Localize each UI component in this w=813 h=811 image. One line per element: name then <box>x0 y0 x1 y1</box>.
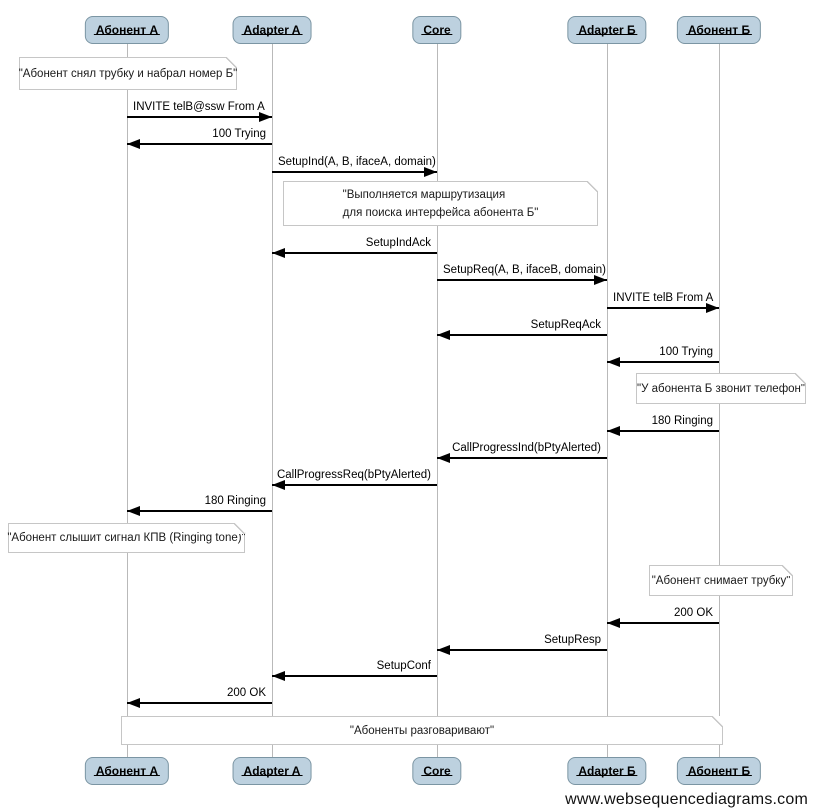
actor-label: Абонент А <box>93 23 161 37</box>
message-line-1 <box>127 143 272 145</box>
message-arrowhead-9 <box>437 453 450 463</box>
note-4: "Абонент снимает трубку" <box>649 565 793 596</box>
message-arrowhead-12 <box>607 618 620 628</box>
note-text: "Абонент снял трубку и набрал номер Б" <box>19 65 238 83</box>
watermark-text: www.websequencediagrams.com <box>565 791 808 808</box>
message-label-7: 100 Trying <box>659 346 713 358</box>
message-arrowhead-10 <box>272 480 285 490</box>
message-arrowhead-7 <box>607 357 620 367</box>
note-line: "Выполняется маршрутизация <box>342 188 506 201</box>
message-label-12: 200 OK <box>674 607 713 619</box>
message-line-12 <box>607 622 719 624</box>
note-text: "Абонент слышит сигнал КПВ (Ringing tone… <box>7 529 245 547</box>
message-label-0: INVITE telB@ssw From A <box>133 101 265 113</box>
note-2: "У абонента Б звонит телефон" <box>636 373 806 404</box>
actor-adapterB-bottom: Adapter Б <box>567 757 647 785</box>
message-label-9: CallProgressInd(bPtyAlerted) <box>452 442 601 454</box>
actor-adapterA-top: Adapter A <box>232 16 312 44</box>
note-3: "Абонент слышит сигнал КПВ (Ringing tone… <box>7 523 246 553</box>
note-line: для поиска интерфейса абонента Б" <box>342 206 539 219</box>
note-line: "Абоненты разговаривают" <box>349 724 495 737</box>
note-line: "Абонент снимает трубку" <box>651 574 791 587</box>
actor-core-top: Core <box>412 16 462 44</box>
note-line: "Абонент слышит сигнал КПВ (Ringing tone… <box>7 532 246 544</box>
message-label-11: 180 Ringing <box>204 495 266 507</box>
note-text: "Выполняется маршрутизация для поиска инт… <box>343 186 539 222</box>
message-arrowhead-6 <box>437 330 450 340</box>
actor-abonentA-top: Абонент А <box>84 16 170 44</box>
note-fold-icon <box>234 523 245 534</box>
actor-label: Core <box>421 764 454 778</box>
message-arrowhead-15 <box>127 698 140 708</box>
message-label-13: SetupResp <box>544 634 601 646</box>
actor-abonentB-bottom: Абонент Б <box>676 757 762 785</box>
note-text: "Абоненты разговаривают" <box>350 722 494 740</box>
actor-core-bottom: Core <box>412 757 462 785</box>
message-line-4 <box>437 279 607 281</box>
note-fold-icon <box>782 565 793 576</box>
message-label-5: INVITE telB From A <box>613 292 714 304</box>
actor-label: Абонент А <box>93 764 161 778</box>
message-arrowhead-0 <box>259 112 272 122</box>
message-arrowhead-8 <box>607 426 620 436</box>
note-fold-icon <box>587 181 598 192</box>
note-0: "Абонент снял трубку и набрал номер Б" <box>19 57 237 90</box>
note-fold-icon <box>226 57 237 68</box>
actor-adapterB-top: Adapter Б <box>567 16 647 44</box>
actor-label: Adapter Б <box>576 764 638 778</box>
message-line-8 <box>607 430 719 432</box>
message-arrowhead-13 <box>437 645 450 655</box>
message-line-2 <box>272 171 437 173</box>
message-line-5 <box>607 307 719 309</box>
actor-abonentA-bottom: Абонент А <box>84 757 170 785</box>
message-line-11 <box>127 510 272 512</box>
lifeline-adapterB <box>607 44 608 757</box>
message-arrowhead-11 <box>127 506 140 516</box>
message-label-3: SetupIndAck <box>365 237 431 249</box>
actor-label: Абонент Б <box>685 764 753 778</box>
message-label-6: SetupReqAck <box>530 319 601 331</box>
message-arrowhead-1 <box>127 139 140 149</box>
message-label-14: SetupConf <box>376 660 431 672</box>
lifeline-core <box>437 44 438 757</box>
actor-abonentB-top: Абонент Б <box>676 16 762 44</box>
message-line-13 <box>437 649 607 651</box>
message-label-1: 100 Trying <box>212 128 266 140</box>
note-text: "Абонент снимает трубку" <box>652 572 791 590</box>
message-line-7 <box>607 361 719 363</box>
message-arrowhead-5 <box>706 303 719 313</box>
actor-label: Adapter A <box>241 764 303 778</box>
message-label-8: 180 Ringing <box>651 415 713 427</box>
message-arrowhead-4 <box>594 275 607 285</box>
note-line: "Абонент снял трубку и набрал номер Б" <box>18 67 238 80</box>
note-fold-icon <box>712 716 723 727</box>
actor-label: Core <box>421 23 454 37</box>
message-label-10: CallProgressReq(bPtyAlerted) <box>276 469 431 481</box>
message-line-9 <box>437 457 607 459</box>
message-line-14 <box>272 675 437 677</box>
message-arrowhead-3 <box>272 248 285 258</box>
note-line: "У абонента Б звонит телефон" <box>637 382 805 395</box>
message-arrowhead-14 <box>272 671 285 681</box>
lifeline-adapterA <box>272 44 273 757</box>
note-text: "У абонента Б звонит телефон" <box>637 380 805 398</box>
message-line-10 <box>272 484 437 486</box>
note-1: "Выполняется маршрутизация для поиска инт… <box>283 181 598 226</box>
message-label-15: 200 OK <box>227 687 266 699</box>
lifeline-abonentA <box>127 44 128 757</box>
message-line-15 <box>127 702 272 704</box>
note-5: "Абоненты разговаривают" <box>121 716 723 745</box>
note-fold-icon <box>795 373 806 384</box>
message-label-2: SetupInd(A, B, ifaceA, domain) <box>278 156 436 168</box>
message-arrowhead-2 <box>424 167 437 177</box>
actor-label: Adapter Б <box>576 23 638 37</box>
actor-label: Абонент Б <box>685 23 753 37</box>
message-label-4: SetupReq(A, B, ifaceB, domain) <box>443 264 606 276</box>
actor-label: Adapter A <box>241 23 303 37</box>
message-line-3 <box>272 252 437 254</box>
actor-adapterA-bottom: Adapter A <box>232 757 312 785</box>
message-line-0 <box>127 116 272 118</box>
message-line-6 <box>437 334 607 336</box>
